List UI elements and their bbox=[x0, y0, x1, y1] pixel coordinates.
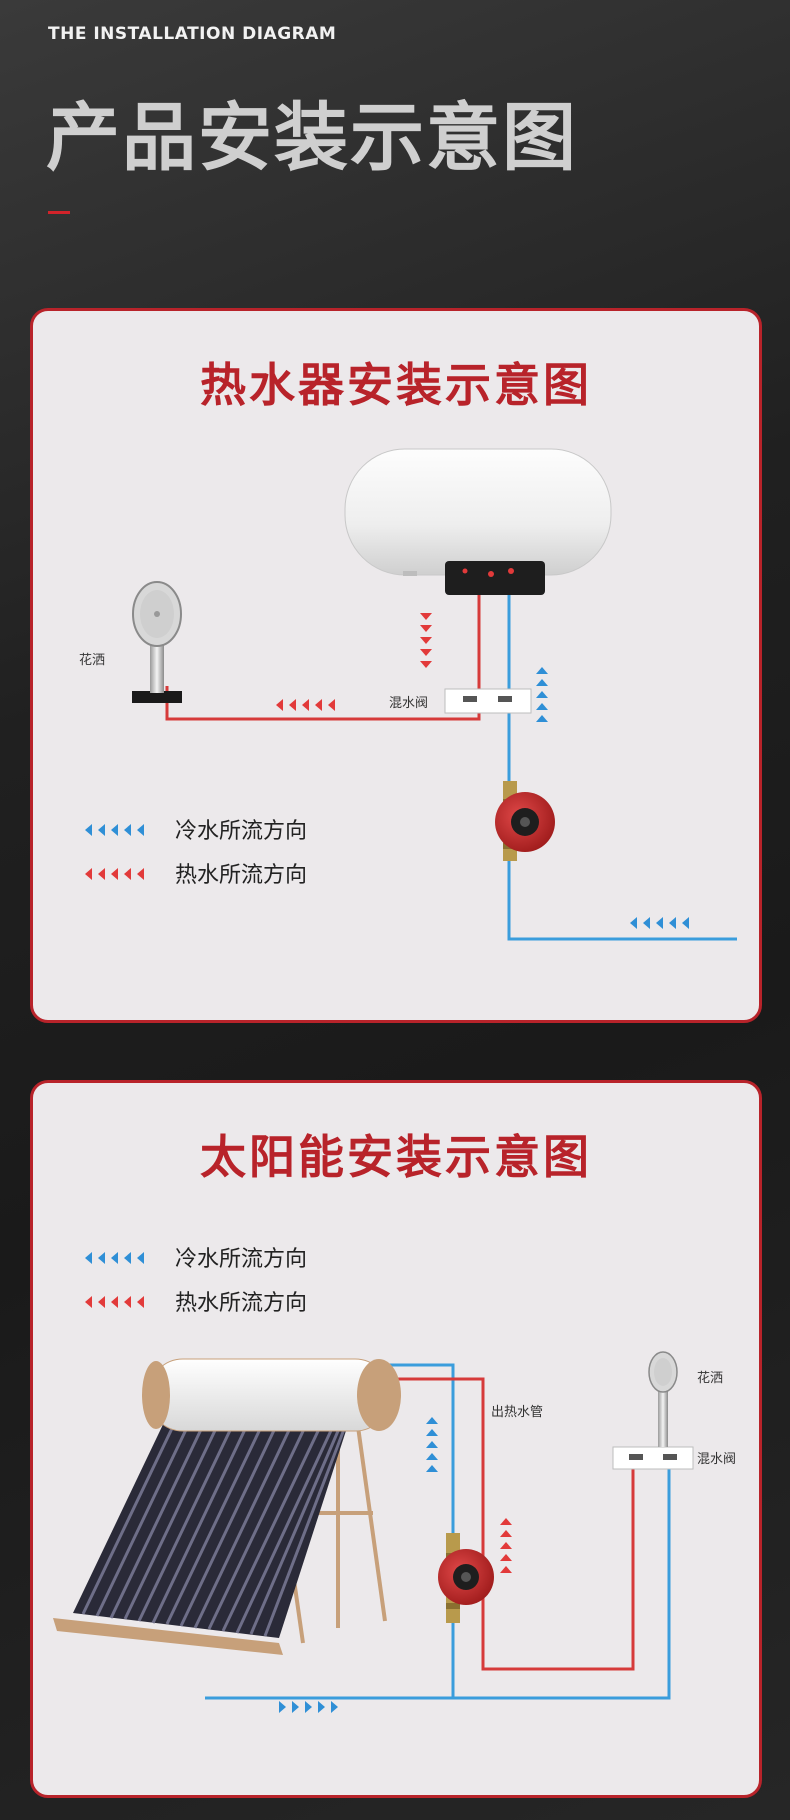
solar-panel-title: 太阳能安装示意图 bbox=[200, 1130, 592, 1184]
mixing-valve bbox=[444, 688, 532, 714]
mixing-valve-label: 混水阀 bbox=[389, 696, 428, 711]
solar-diagram: 冷水所流方向 热水所流方向 bbox=[53, 1247, 736, 1713]
water-heater-diagram: 花洒 混水阀 bbox=[79, 448, 737, 941]
legend-hot: 热水所流方向 bbox=[85, 863, 307, 888]
legend-hot-label: 热水所流方向 bbox=[175, 863, 307, 888]
header-en-title: THE INSTALLATION DIAGRAM bbox=[48, 24, 337, 44]
shower-label: 花洒 bbox=[697, 1370, 723, 1386]
hot-outlet-pipe-label: 出热水管 bbox=[491, 1405, 543, 1420]
circulation-pump bbox=[495, 781, 555, 861]
water-heater-tank bbox=[344, 448, 612, 595]
hot-flow-arrows-down bbox=[420, 613, 432, 668]
water-heater-panel-title: 热水器安装示意图 bbox=[200, 358, 592, 412]
hot-water-pipe bbox=[165, 594, 481, 721]
cold-flow-arrows-up bbox=[426, 1417, 438, 1472]
legend-hot-label: 热水所流方向 bbox=[175, 1291, 307, 1316]
hot-flow-arrows-left bbox=[276, 699, 335, 711]
shower-head-icon bbox=[132, 581, 182, 703]
water-heater-panel: 热水器安装示意图 bbox=[30, 308, 762, 1023]
cold-flow-arrows-inlet bbox=[279, 1701, 338, 1713]
legend-hot: 热水所流方向 bbox=[85, 1291, 307, 1316]
header-accent-bar bbox=[48, 211, 70, 214]
control-panel bbox=[445, 561, 545, 595]
solar-water-heater bbox=[53, 1358, 401, 1655]
cold-water-pipe bbox=[507, 594, 737, 941]
hot-flow-arrows-up bbox=[500, 1518, 512, 1573]
mixing-valve-label: 混水阀 bbox=[697, 1452, 736, 1467]
hot-water-pipe bbox=[383, 1377, 635, 1671]
cold-flow-arrows-up bbox=[536, 667, 548, 722]
shower-label: 花洒 bbox=[79, 652, 105, 668]
shower-head-icon bbox=[648, 1351, 678, 1447]
legend-cold-label: 冷水所流方向 bbox=[175, 819, 307, 844]
legend-cold: 冷水所流方向 bbox=[85, 1247, 307, 1272]
solar-panel: 太阳能安装示意图 bbox=[30, 1080, 762, 1798]
mixing-valve bbox=[612, 1446, 694, 1470]
legend-cold: 冷水所流方向 bbox=[85, 819, 307, 844]
header-cn-title: 产品安装示意图 bbox=[46, 95, 578, 181]
cold-flow-arrows-inlet bbox=[630, 917, 689, 929]
circulation-pump bbox=[438, 1533, 494, 1623]
legend-cold-label: 冷水所流方向 bbox=[175, 1247, 307, 1272]
